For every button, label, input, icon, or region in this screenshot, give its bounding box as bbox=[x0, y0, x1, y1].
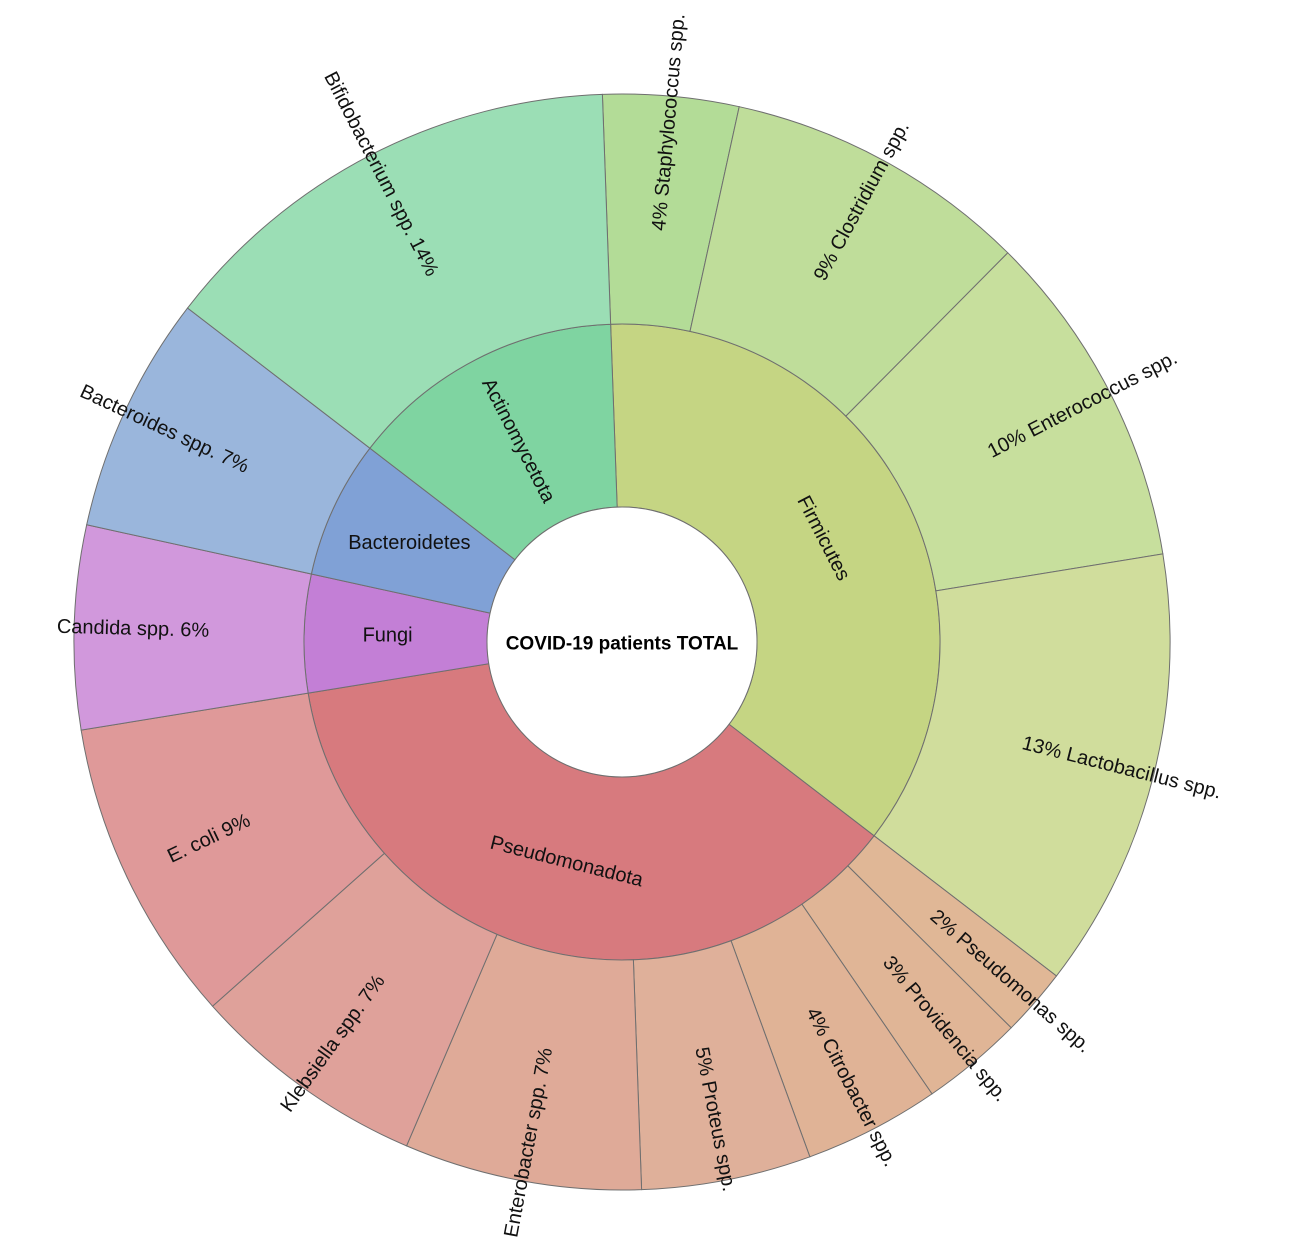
inner-ring: FirmicutesPseudomonadotaFungiBacteroidet… bbox=[303, 323, 941, 961]
center-hole bbox=[486, 506, 758, 778]
center-label: COVID-19 patients TOTAL bbox=[506, 634, 739, 655]
segment-label-candida-spp: Candida spp. 6% bbox=[57, 616, 210, 642]
outer-segment-lactobacillus-spp[interactable] bbox=[873, 553, 1171, 977]
group-label-bacteroidetes: Bacteroidetes bbox=[348, 532, 470, 554]
outer-segment-bifidobacterium-spp[interactable] bbox=[186, 93, 612, 449]
group-label-fungi: Fungi bbox=[363, 625, 413, 647]
